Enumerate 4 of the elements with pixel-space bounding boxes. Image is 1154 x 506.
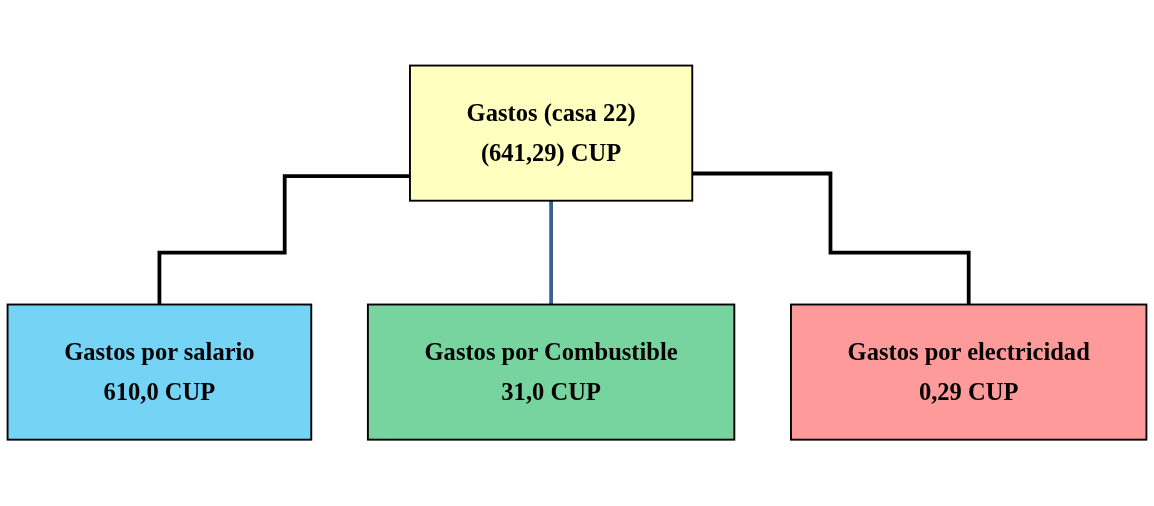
node-box: Gastos por electricidad 0,29 CUP: [790, 303, 1148, 441]
node-box: Gastos por salario 610,0 CUP: [6, 303, 313, 441]
node-box: Gastos por Combustible 31,0 CUP: [366, 303, 736, 441]
node-box: Gastos (casa 22) (641,29) CUP: [409, 65, 694, 203]
